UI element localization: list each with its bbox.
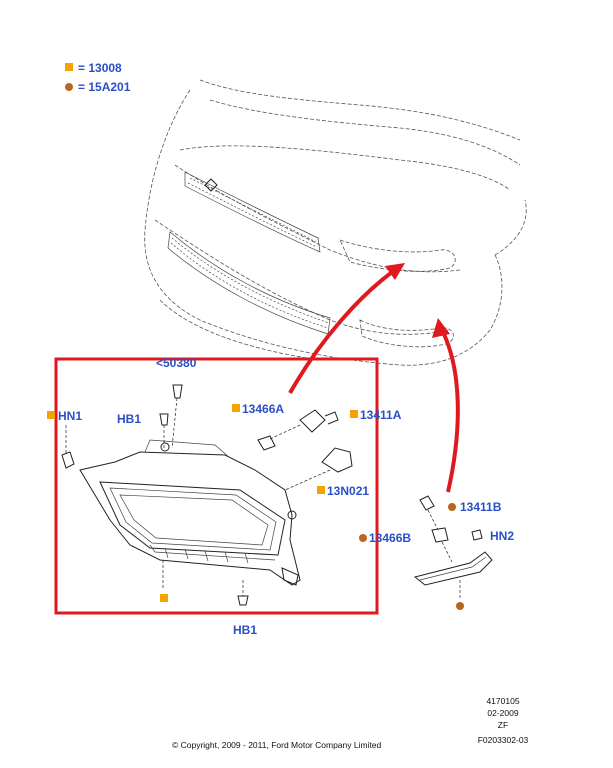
side-marker-assembly [413, 495, 493, 600]
bulb-13411b [419, 495, 435, 511]
dot-marker-icon [359, 534, 367, 542]
headlamp-hardware [65, 384, 353, 606]
screw-hb1-bottom [237, 595, 249, 606]
dot-marker-icon [456, 602, 464, 610]
part-markers [47, 404, 464, 610]
callout-13n021: 13N021 [327, 484, 369, 498]
screw-hb1-top [159, 413, 169, 426]
callout-13411a: 13411A [360, 408, 402, 422]
date-code: 02-2009 [487, 708, 518, 718]
side-marker-lens [413, 551, 493, 586]
callout-hb1-bottom: HB1 [233, 623, 257, 637]
square-marker-icon [65, 63, 73, 71]
lower-grille [167, 231, 331, 335]
vehicle-front-outline [144, 79, 527, 366]
reference-number: 4170105 [486, 696, 519, 706]
square-marker-icon [160, 594, 168, 602]
legend-item-13008: = 13008 [78, 61, 122, 75]
upper-grille [184, 171, 321, 253]
arrowhead-icon [385, 263, 405, 280]
headlamp-highlight-frame [54, 357, 379, 615]
square-marker-icon [47, 411, 55, 419]
dot-marker-icon [448, 503, 456, 511]
callout-13466a: 13466A [242, 402, 284, 416]
side-marker-location-arrow [440, 329, 460, 493]
nut-hn2 [471, 529, 483, 541]
footer: © Copyright, 2009 - 2011, Ford Motor Com… [172, 696, 529, 750]
square-marker-icon [350, 410, 358, 418]
headlamp-assembly [61, 439, 301, 586]
callout-hb1-top: HB1 [117, 412, 141, 426]
drawing-id: F0203302-03 [478, 735, 529, 745]
callout-50380: <50380 [156, 356, 197, 370]
headlamp-fins [164, 547, 249, 564]
callout-labels: HN1 HB1 <50380 13466A 13411A 13N021 1341… [58, 356, 514, 637]
square-marker-icon [317, 486, 325, 494]
copyright-text: © Copyright, 2009 - 2011, Ford Motor Com… [172, 740, 382, 750]
location-arrows [288, 263, 460, 493]
pin-50380 [172, 384, 183, 399]
dot-marker-icon [65, 83, 73, 91]
headlamp-location-arrow [288, 268, 397, 394]
socket-13466b [431, 527, 449, 543]
zone-code: ZF [498, 720, 508, 730]
bulb-13411a [299, 409, 339, 433]
bulb-13n021 [321, 447, 353, 473]
callout-13411b: 13411B [460, 500, 502, 514]
legend: = 13008 = 15A201 [65, 61, 131, 94]
arrowhead-icon [432, 318, 450, 338]
callout-13466b: 13466B [369, 531, 411, 545]
callout-hn1: HN1 [58, 409, 82, 423]
square-marker-icon [232, 404, 240, 412]
callout-hn2: HN2 [490, 529, 514, 543]
legend-item-15a201: = 15A201 [78, 80, 131, 94]
bulb-socket-13466a [257, 435, 276, 451]
